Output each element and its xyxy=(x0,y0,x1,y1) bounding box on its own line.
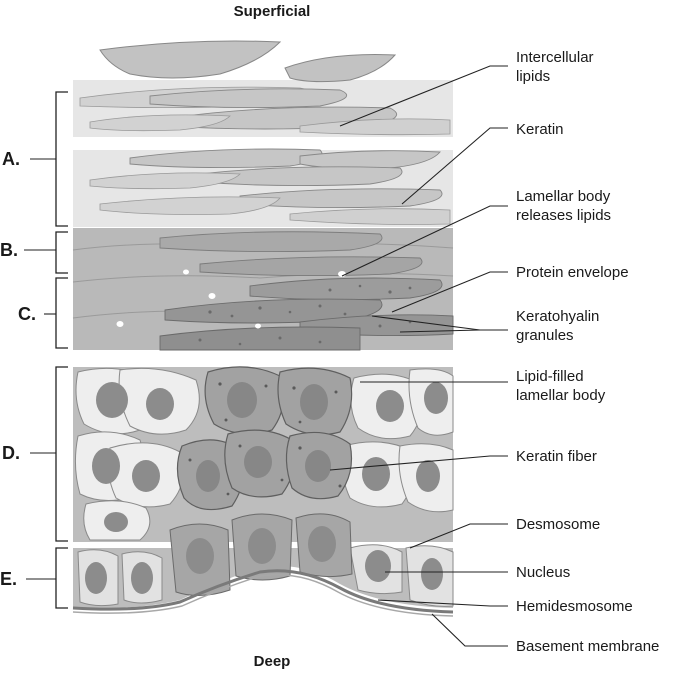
deep-label: Deep xyxy=(254,653,291,670)
label-hemidesmosome: Hemidesmosome xyxy=(516,598,633,615)
label-basement-membrane: Basement membrane xyxy=(516,638,659,655)
label-keratohyalin-granules: Keratohyalin granules xyxy=(516,308,604,344)
label-protein-envelope: Protein envelope xyxy=(516,264,629,281)
layer-d-letter: D. xyxy=(2,443,20,463)
superficial-label: Superficial xyxy=(234,3,311,20)
leader-lines xyxy=(329,65,508,647)
layer-bc-illustration xyxy=(72,228,454,351)
label-lamellar-body-releases-lipids: Lamellar body releases lipids xyxy=(516,188,614,224)
label-keratin-fiber: Keratin fiber xyxy=(516,448,597,465)
layer-c-letter: C. xyxy=(18,304,36,324)
layer-e-letter: E. xyxy=(0,569,17,589)
layer-brackets xyxy=(24,91,68,609)
label-nucleus: Nucleus xyxy=(516,564,570,581)
label-keratin: Keratin xyxy=(516,121,564,138)
layer-e-illustration xyxy=(72,513,454,617)
label-lipid-filled-lamellar-body: Lipid-filled lamellar body xyxy=(516,368,606,404)
label-intercellular-lipids: Intercellular lipids xyxy=(516,49,598,85)
layer-d-illustration xyxy=(73,366,454,542)
layer-a-letter: A. xyxy=(2,149,20,169)
layer-a-illustration xyxy=(73,40,453,227)
label-desmosome: Desmosome xyxy=(516,516,600,533)
layer-b-letter: B. xyxy=(0,240,18,260)
